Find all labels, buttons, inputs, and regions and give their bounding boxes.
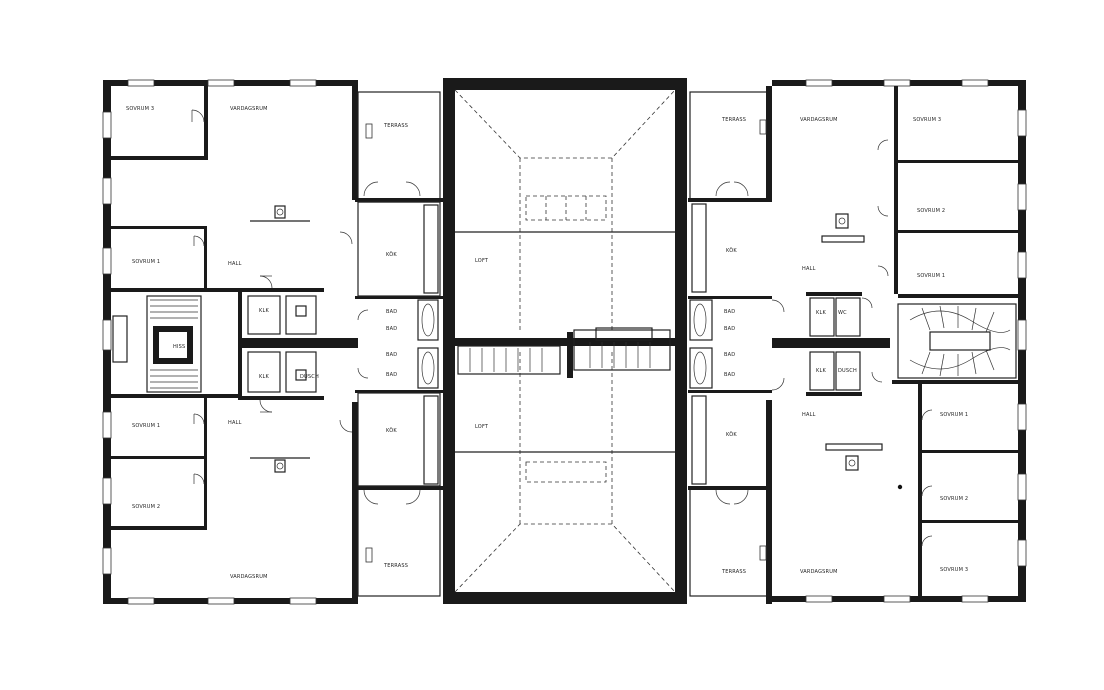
room-label: KLK bbox=[259, 308, 269, 314]
left-building bbox=[102, 79, 443, 605]
left-labels: SOVRUM 3 VARDAGSRUM TERRASS SOVRUM 1 HAL… bbox=[126, 106, 408, 580]
room-label: VARDAGSRUM bbox=[230, 106, 268, 112]
room-label: LOFT bbox=[475, 424, 489, 430]
room-label: TERRASS bbox=[383, 563, 408, 569]
room-label: KLK bbox=[816, 368, 826, 374]
room-label: HALL bbox=[228, 261, 242, 267]
room-label: BAD bbox=[724, 309, 735, 315]
room-label: TERRASS bbox=[721, 569, 746, 575]
room-label: HALL bbox=[228, 420, 242, 426]
room-label: DUSCH bbox=[838, 368, 857, 374]
room-label: KÖK bbox=[386, 427, 397, 434]
room-label: SOVRUM 1 bbox=[940, 412, 968, 418]
room-label: SOVRUM 3 bbox=[913, 117, 941, 123]
room-label: KLK bbox=[816, 310, 826, 316]
room-label: BAD bbox=[724, 372, 735, 378]
room-label: VARDAGSRUM bbox=[800, 117, 838, 123]
room-label: BAD bbox=[386, 309, 397, 315]
room-label: KÖK bbox=[726, 431, 737, 438]
right-labels: TERRASS VARDAGSRUM SOVRUM 3 SOVRUM 2 SOV… bbox=[721, 117, 968, 575]
room-label: KÖK bbox=[726, 247, 737, 254]
room-label: SOVRUM 2 bbox=[917, 208, 945, 214]
loft-block: LOFT LOFT bbox=[443, 78, 687, 604]
room-label: KÖK bbox=[386, 251, 397, 258]
room-label: VARDAGSRUM bbox=[800, 569, 838, 575]
room-label: BAD bbox=[724, 352, 735, 358]
room-label: SOVRUM 3 bbox=[126, 106, 154, 112]
right-building bbox=[688, 79, 1027, 604]
room-label: BAD bbox=[724, 326, 735, 332]
room-label: BAD bbox=[386, 372, 397, 378]
room-label: LOFT bbox=[475, 258, 489, 264]
room-label: SOVRUM 2 bbox=[132, 504, 160, 510]
room-label: SOVRUM 1 bbox=[917, 273, 945, 279]
room-label: TERRASS bbox=[383, 123, 408, 129]
room-label: SOVRUM 3 bbox=[940, 567, 968, 573]
room-label: SOVRUM 1 bbox=[132, 423, 160, 429]
room-label: HISS bbox=[173, 344, 185, 350]
room-label: DUSCH bbox=[300, 374, 319, 380]
room-label: HALL bbox=[802, 412, 816, 418]
room-label: KLK bbox=[259, 374, 269, 380]
room-label: BAD bbox=[386, 352, 397, 358]
room-label: WC bbox=[838, 310, 847, 316]
room-label: HALL bbox=[802, 266, 816, 272]
room-label: SOVRUM 1 bbox=[132, 259, 160, 265]
room-label: TERRASS bbox=[721, 117, 746, 123]
room-label: BAD bbox=[386, 326, 397, 332]
room-label: VARDAGSRUM bbox=[230, 574, 268, 580]
room-label: SOVRUM 2 bbox=[940, 496, 968, 502]
